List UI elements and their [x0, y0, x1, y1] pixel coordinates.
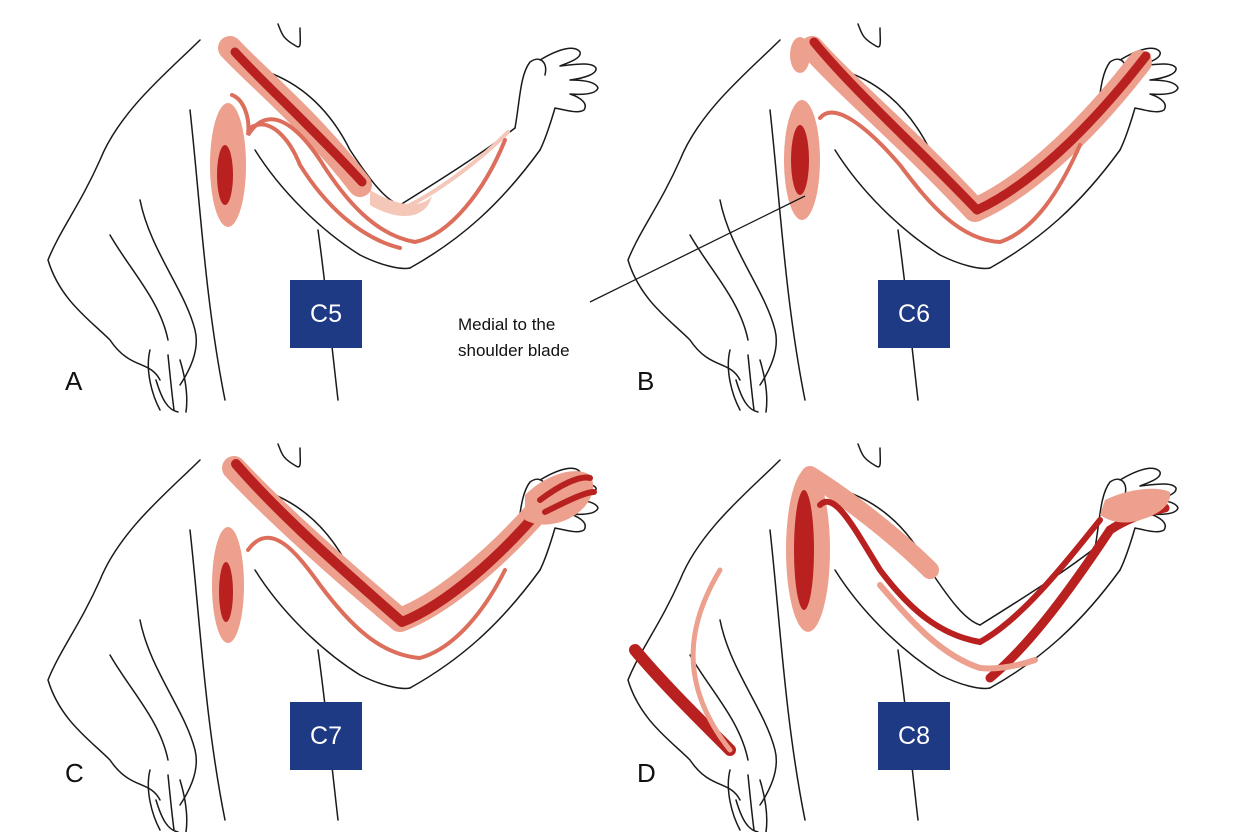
inner-arm-loop-light: [877, 582, 1038, 672]
callout-line-2: shoulder blade: [458, 341, 570, 360]
inner-arm-loop-2: [248, 122, 402, 250]
arm-band-dark: [231, 459, 553, 627]
body-outline: [627, 23, 1179, 413]
callout: Medial to the shoulder blade: [458, 195, 806, 360]
root-label: C7: [310, 722, 342, 750]
shoulder-band-light: [801, 466, 939, 579]
inner-arm-loop: [818, 110, 1082, 245]
panel-letter: A: [65, 366, 83, 396]
root-box: [290, 280, 362, 348]
scapular-oval-dark: [217, 145, 233, 205]
lowered-arm-band-dark: [629, 644, 736, 756]
medial-forearm-line: [408, 130, 510, 207]
hand-patch-light: [525, 471, 594, 525]
inner-arm-loop-dark: [817, 498, 1103, 646]
dermatome-shading-c8: [629, 466, 1171, 756]
root-box: [878, 280, 950, 348]
panel-a: C5 A: [47, 23, 599, 413]
scapular-oval-dark: [219, 562, 233, 622]
lateral-arm-hand-band-dark: [809, 37, 1151, 215]
dermatome-shading-c7: [212, 456, 597, 661]
panel-letter: D: [637, 758, 656, 788]
panel-letter: C: [65, 758, 84, 788]
scapular-oval-dark: [794, 490, 814, 610]
hand-fingers-dark: [537, 474, 597, 515]
dermatome-shading-c5: [210, 36, 510, 250]
root-label: C8: [898, 722, 930, 750]
callout-line-1: Medial to the: [458, 315, 555, 334]
forearm-faint-band: [370, 190, 432, 216]
arm-band-light: [222, 456, 552, 632]
panel-c: C7 C: [47, 443, 599, 832]
forearm-band-dark: [985, 503, 1170, 683]
callout-leader-line: [589, 195, 806, 303]
root-box: [290, 702, 362, 770]
body-outline: [47, 443, 599, 832]
root-box: [878, 702, 950, 770]
panel-letter: B: [637, 366, 654, 396]
root-label: C6: [898, 300, 930, 328]
panel-b: C6 B: [627, 23, 1179, 413]
lateral-arm-band-dark: [230, 47, 367, 187]
hand-patch-light: [1100, 488, 1171, 523]
root-label: C5: [310, 300, 342, 328]
panel-d: C8 D: [627, 443, 1179, 832]
dermatome-shading-c6: [784, 36, 1152, 245]
lowered-arm-line-light: [690, 567, 733, 753]
scapular-oval-dark: [791, 125, 809, 195]
body-outline: [627, 443, 1179, 832]
inner-arm-loop: [230, 93, 507, 245]
inner-arm-loop: [246, 535, 507, 661]
